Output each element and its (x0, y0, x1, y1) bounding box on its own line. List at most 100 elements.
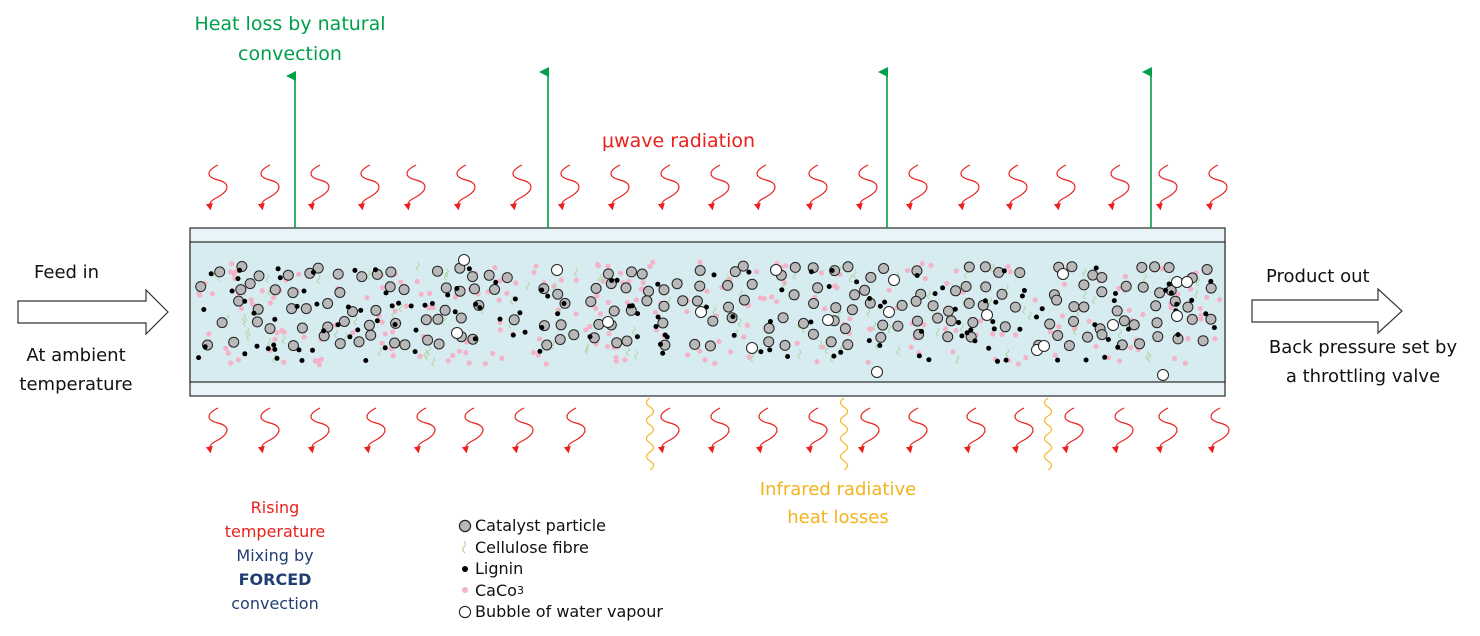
lignin-particle (1019, 293, 1025, 299)
lignin-particle (251, 310, 257, 316)
caco3-particle (1140, 311, 1146, 318)
cellulose-fibre (1028, 311, 1032, 321)
caco3-particle (227, 269, 234, 275)
lignin-particle (1208, 278, 1214, 284)
lignin-particle (660, 350, 666, 356)
caco3-particle (587, 323, 593, 330)
catalyst-particle (440, 282, 452, 294)
lignin-particle (510, 332, 516, 338)
caco3-particle (382, 331, 388, 337)
catalyst-particle (251, 316, 263, 328)
catalyst-particle (694, 265, 706, 276)
catalyst-particle (1078, 279, 1090, 291)
catalyst-particle (691, 295, 703, 307)
cellulose-fibre (837, 309, 842, 318)
catalyst-particle (723, 301, 734, 313)
legend-label: Catalyst particle (475, 516, 607, 536)
catalyst-particle (1051, 294, 1063, 306)
caco3-particle (613, 354, 619, 360)
lignin-particle (731, 332, 737, 338)
caco3-particle (1012, 332, 1019, 338)
caco3-particle (466, 360, 472, 366)
catalyst-particle (264, 323, 276, 335)
microwave-wave-arrow (805, 164, 828, 211)
cellulose-fibre (1118, 329, 1122, 339)
lignin-particle (382, 345, 388, 351)
lignin-particle (655, 281, 661, 287)
catalyst-particle (643, 285, 654, 297)
catalyst-particle (467, 271, 478, 283)
catalyst-particle (287, 287, 299, 299)
catalyst-particle (384, 281, 396, 293)
caco3-particle (685, 352, 691, 358)
caco3-particle (978, 318, 984, 324)
caco3-particle (490, 350, 496, 357)
cellulose-fibre (797, 349, 802, 359)
caco3-particle (684, 309, 690, 315)
lignin-particle (539, 325, 545, 330)
cellulose-fibre (887, 324, 892, 334)
microwave-wave-arrow (461, 407, 484, 454)
caco3-particle (426, 305, 432, 311)
cellulose-fibre (343, 332, 348, 342)
lignin-particle (932, 291, 938, 297)
lignin-particle (429, 301, 435, 306)
caco3-particle (638, 286, 644, 292)
catalyst-particle (1182, 301, 1194, 313)
caco3-particle (249, 301, 256, 307)
catalyst-particle (911, 315, 923, 327)
cellulose-fibre (242, 313, 246, 323)
lignin-particle (412, 349, 418, 355)
lignin-particle (866, 338, 872, 344)
caco3-particle (504, 290, 510, 296)
mixing-line-2: FORCED (238, 570, 312, 589)
cellulose-fibre (1147, 353, 1152, 363)
lignin-particle (831, 353, 837, 359)
catalyst-particle (960, 281, 972, 292)
catalyst-particle (365, 329, 377, 341)
catalyst-particle (621, 335, 633, 347)
caco3-particle (953, 327, 959, 333)
catalyst-particle (555, 319, 567, 331)
catalyst-particle (1066, 261, 1078, 273)
caco3-particle (928, 262, 934, 269)
catalyst-particle (788, 289, 800, 301)
lignin-particle (838, 349, 844, 355)
caco3-particle (558, 277, 565, 283)
caco3-particle (445, 358, 451, 364)
catalyst-particle (322, 298, 334, 309)
microwave-wave-arrow (563, 407, 586, 454)
caco3-particle (380, 285, 386, 291)
caco3-particle (774, 299, 780, 305)
water-vapour-bubble (695, 306, 707, 318)
catalyst-particle (689, 338, 701, 350)
catalyst-particle (1044, 318, 1056, 330)
lignin-particle (972, 338, 978, 344)
lignin-particle (993, 299, 999, 305)
feed-in-label: Feed in (34, 262, 100, 283)
catalyst-particle (1136, 261, 1148, 273)
catalyst-particle (763, 322, 775, 334)
legend-label: Bubble of water vapour (475, 602, 663, 622)
caco3-particle (1086, 318, 1092, 324)
caco3-particle (430, 305, 436, 311)
heat-loss-label: Heat loss by natural convection (180, 9, 400, 69)
lignin-particle (767, 347, 773, 353)
cellulose-fibre (367, 270, 371, 280)
catalyst-particle (552, 288, 564, 300)
lignin-particle (272, 316, 278, 322)
caco3-particle (456, 348, 463, 354)
microwave-wave-arrow (205, 164, 228, 211)
catalyst-particle (620, 282, 632, 294)
catalyst-particle (789, 261, 801, 273)
catalyst-particle (244, 278, 256, 290)
lignin-particle (882, 299, 888, 305)
microwave-wave-arrow (509, 164, 532, 211)
caco3-particle (943, 326, 949, 332)
lignin-particle (466, 266, 472, 272)
microwave-wave-arrow (1207, 407, 1230, 454)
water-vapour-bubble (871, 366, 883, 378)
caco3-particle (944, 280, 950, 286)
lignin-particle (265, 346, 271, 352)
